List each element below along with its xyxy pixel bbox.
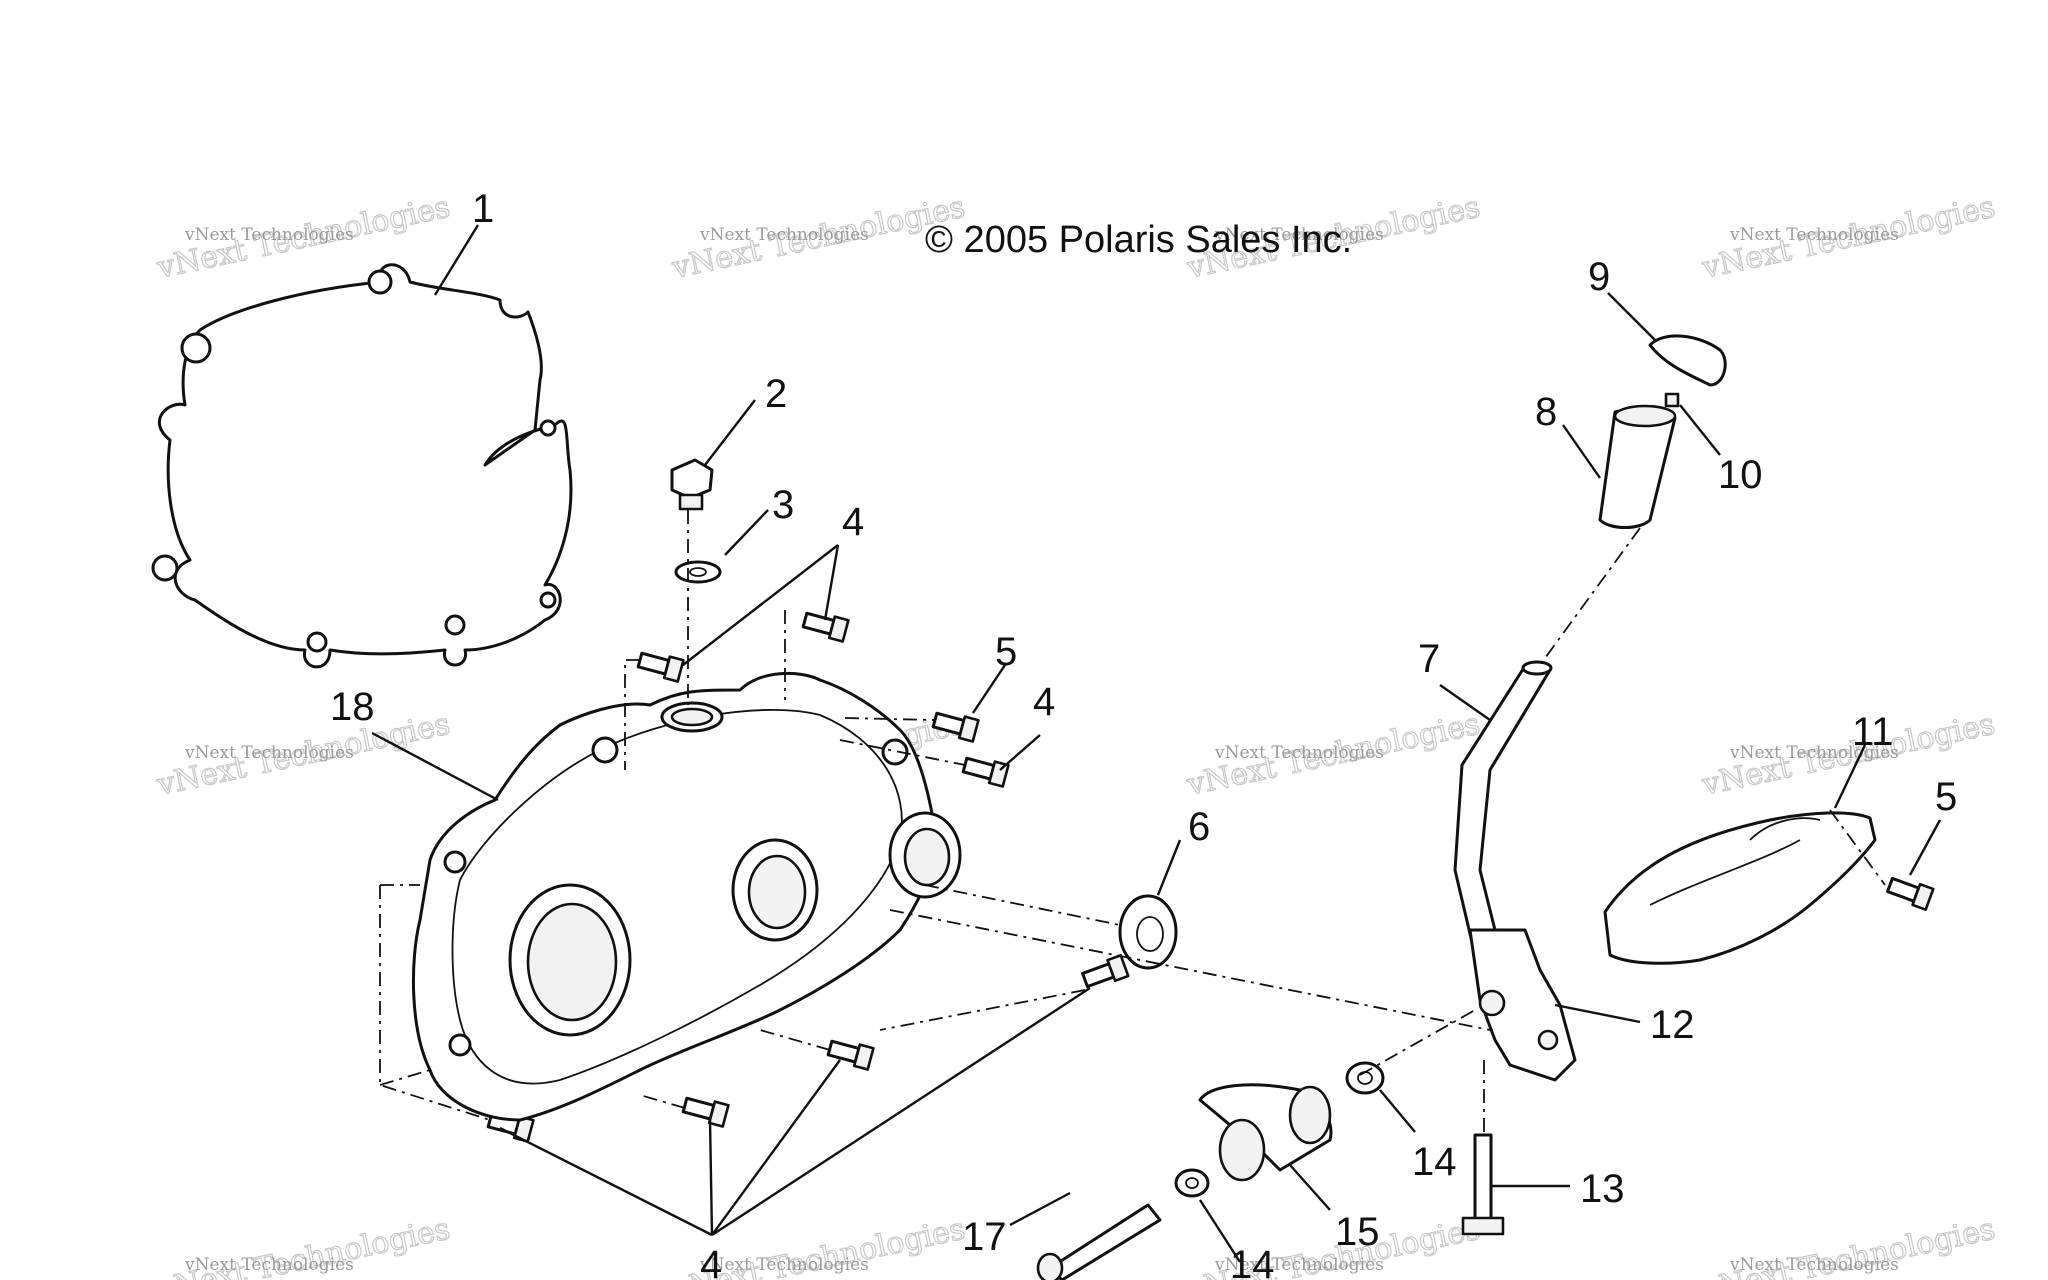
callout-8: 8 (1535, 390, 1557, 434)
callout-10: 10 (1718, 453, 1763, 497)
watermark-1: vNext Technologies vNext Technologies (153, 189, 454, 287)
bolt (681, 1096, 730, 1128)
part-8-boot (1598, 404, 1677, 529)
bolt (961, 756, 1010, 788)
watermark-4: vNext Technologies vNext Technologies (1698, 189, 1999, 287)
callout-4: 4 (842, 500, 864, 544)
part-2-plug (670, 458, 714, 511)
bolt-group (486, 611, 1935, 1143)
copyright-text: © 2005 Polaris Sales Inc. (925, 219, 1352, 261)
part-18-gearcase-cover (411, 671, 962, 1122)
callout-3: 3 (772, 483, 794, 527)
watermark-9: vNext Technologies vNext Technologies (153, 1211, 454, 1280)
part-15-spring (1198, 1083, 1333, 1182)
part-9-cap (1648, 334, 1727, 387)
callout-5: 5 (1935, 775, 1957, 819)
part-3-washer (674, 560, 722, 584)
part-17-pin (1036, 1203, 1162, 1280)
bolt (826, 1039, 875, 1071)
callout-13: 13 (1580, 1167, 1625, 1211)
callout-12: 12 (1650, 1003, 1695, 1047)
watermark-text: vNext Technologies (1729, 1255, 1899, 1275)
callout-5: 5 (995, 630, 1017, 674)
watermark-text: vNext Technologies (184, 225, 354, 245)
callout-14: 14 (1412, 1140, 1457, 1184)
watermark-5: vNext Technologies vNext Technologies (153, 706, 454, 804)
callout-6: 6 (1188, 805, 1210, 849)
callouts: 1 2 3 4 5 4 18 6 7 8 9 10 11 5 12 13 14 … (330, 187, 1957, 1280)
watermark-text: vNext Technologies (1729, 743, 1899, 763)
callout-9: 9 (1588, 255, 1610, 299)
watermark-7: vNext Technologies vNext Technologies (1183, 706, 1484, 804)
watermark-text: vNext Technologies (699, 1255, 869, 1275)
callout-11: 11 (1852, 710, 1894, 754)
part-11-shift-guard (1603, 811, 1877, 965)
bolt (1081, 953, 1130, 989)
part-6-seal (1118, 894, 1178, 970)
bolt (636, 651, 685, 683)
callout-18: 18 (330, 685, 375, 729)
part-13-bolt (1461, 1133, 1505, 1236)
watermark-12: vNext Technologies vNext Technologies (1698, 1211, 1999, 1280)
watermark-text: vNext Technologies (1214, 225, 1384, 245)
callout-1: 1 (472, 187, 494, 231)
connection-lines (379, 510, 1886, 1135)
watermark-text: vNext Technologies (184, 743, 354, 763)
watermark-text: vNext Technologies (1214, 1255, 1384, 1275)
part-14-washer (1174, 1168, 1210, 1198)
callout-7: 7 (1418, 637, 1440, 681)
bolt (1886, 876, 1935, 912)
watermark-text: vNext Technologies (184, 1255, 354, 1275)
callout-17: 17 (962, 1215, 1007, 1259)
watermark-text: vNext Technologies (699, 225, 869, 245)
callout-4: 4 (700, 1243, 722, 1280)
part-14-washer (1345, 1061, 1385, 1095)
part-10-screw (1664, 392, 1680, 408)
watermark-text: vNext Technologies (1729, 225, 1899, 245)
callout-15: 15 (1335, 1210, 1380, 1254)
leader-lines (371, 224, 1942, 1263)
watermark-text: vNext Technologies (1214, 743, 1384, 763)
callout-2: 2 (765, 372, 787, 416)
part-12-shift-arm (1468, 928, 1577, 1082)
callout-4: 4 (1033, 680, 1055, 724)
callout-14: 14 (1230, 1243, 1275, 1280)
watermark-2: vNext Technologies vNext Technologies (668, 189, 969, 287)
part-1-gasket (151, 263, 573, 669)
